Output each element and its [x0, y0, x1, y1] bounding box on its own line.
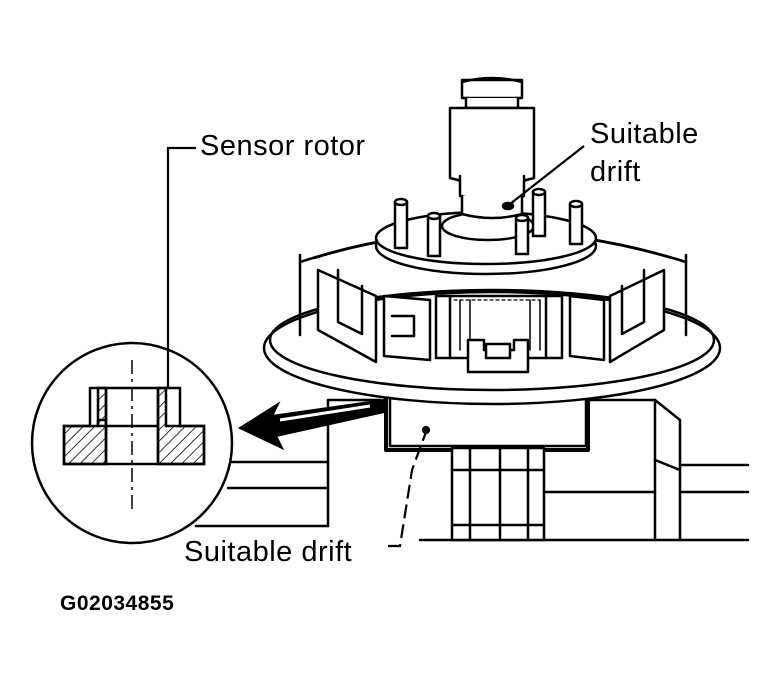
- direction-arrow: [237, 398, 385, 451]
- sensor-rotor-label: Sensor rotor: [200, 130, 366, 162]
- upper-drift-label-line2: drift: [590, 156, 641, 188]
- wheel-studs: [393, 187, 584, 258]
- sensor-rotor-leader: [166, 146, 196, 388]
- brake-shoes: [316, 268, 666, 374]
- figure-code: G02034855: [60, 592, 175, 615]
- lower-suitable-drift: [384, 396, 590, 542]
- lower-drift-leader: [388, 431, 428, 548]
- upper-suitable-drift: [448, 76, 536, 220]
- upper-drift-label-line1: Suitable: [590, 118, 699, 150]
- hub-flange: [374, 210, 598, 276]
- upper-drift-leader: [509, 145, 585, 205]
- sensor-rotor-detail-view: [30, 341, 234, 545]
- lower-drift-label: Suitable drift: [184, 536, 353, 568]
